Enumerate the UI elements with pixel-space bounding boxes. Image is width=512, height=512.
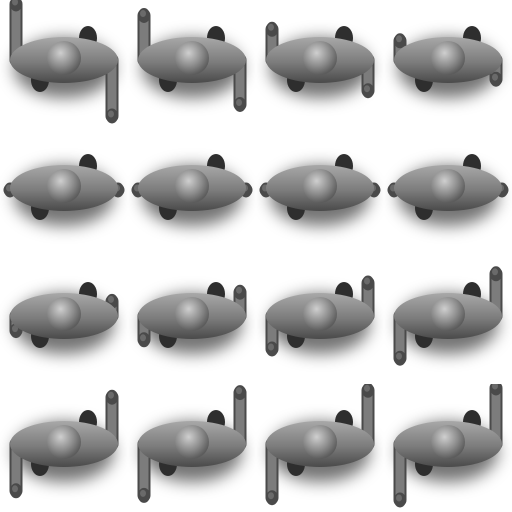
- person-topdown-icon: [265, 384, 375, 506]
- left-hand-highlight: [140, 489, 146, 497]
- head: [175, 425, 209, 459]
- right-hand-highlight: [364, 85, 370, 93]
- sprite-frame: [384, 0, 512, 128]
- right-hand-highlight: [108, 110, 114, 118]
- head: [47, 297, 81, 331]
- person-topdown-icon: [131, 154, 253, 226]
- head: [431, 169, 465, 203]
- sprite-frame: [128, 0, 256, 128]
- person-topdown-icon: [393, 266, 503, 366]
- right-hand-highlight: [364, 277, 370, 285]
- head: [431, 425, 465, 459]
- head: [47, 169, 81, 203]
- right-hand-highlight: [492, 73, 498, 81]
- head: [431, 297, 465, 331]
- person-topdown-icon: [137, 282, 247, 354]
- left-hand-highlight: [268, 343, 274, 351]
- person-topdown-icon: [9, 282, 119, 354]
- head: [175, 297, 209, 331]
- sprite-frame: [0, 128, 128, 256]
- sprite-frame: [0, 0, 128, 128]
- right-hand-highlight: [492, 384, 498, 390]
- head: [47, 425, 81, 459]
- sprite-frame: [0, 256, 128, 384]
- person-topdown-icon: [137, 385, 247, 503]
- person-topdown-icon: [259, 154, 381, 226]
- right-hand-highlight: [108, 391, 114, 399]
- sprite-frame: [256, 384, 384, 512]
- sprite-frame: [0, 384, 128, 512]
- left-hand-highlight: [268, 492, 274, 500]
- left-hand-highlight: [268, 23, 274, 31]
- left-hand-highlight: [140, 334, 146, 342]
- head: [303, 297, 337, 331]
- left-hand-highlight: [396, 352, 402, 360]
- right-hand-highlight: [492, 268, 498, 276]
- left-hand-highlight: [396, 35, 402, 43]
- left-hand-highlight: [140, 10, 146, 17]
- head: [431, 41, 465, 75]
- person-topdown-icon: [3, 154, 125, 226]
- sprite-frame: [128, 128, 256, 256]
- person-topdown-icon: [265, 21, 375, 99]
- right-hand-highlight: [236, 286, 242, 294]
- person-topdown-icon: [137, 8, 247, 112]
- head: [175, 41, 209, 75]
- person-topdown-icon: [9, 0, 119, 124]
- sprite-frame: [256, 0, 384, 128]
- person-topdown-icon: [265, 275, 375, 357]
- right-hand-highlight: [236, 387, 242, 395]
- person-topdown-icon: [9, 389, 119, 499]
- right-hand-highlight: [236, 99, 242, 106]
- left-hand-highlight: [12, 485, 18, 493]
- right-hand-highlight: [108, 295, 114, 303]
- head: [303, 41, 337, 75]
- sprite-frame: [128, 384, 256, 512]
- head: [303, 169, 337, 203]
- sprite-frame: [256, 128, 384, 256]
- head: [47, 41, 81, 75]
- head: [175, 169, 209, 203]
- sprite-frame: [384, 384, 512, 512]
- head: [303, 425, 337, 459]
- sprite-frame: [384, 256, 512, 384]
- sprite-frame: [256, 256, 384, 384]
- left-hand-highlight: [396, 494, 402, 502]
- person-topdown-icon: [387, 154, 509, 226]
- sprite-frame: [128, 256, 256, 384]
- right-hand-highlight: [364, 384, 370, 392]
- left-hand-highlight: [12, 0, 18, 6]
- person-topdown-icon: [393, 26, 503, 98]
- person-topdown-icon: [393, 384, 503, 508]
- sprite-frame: [384, 128, 512, 256]
